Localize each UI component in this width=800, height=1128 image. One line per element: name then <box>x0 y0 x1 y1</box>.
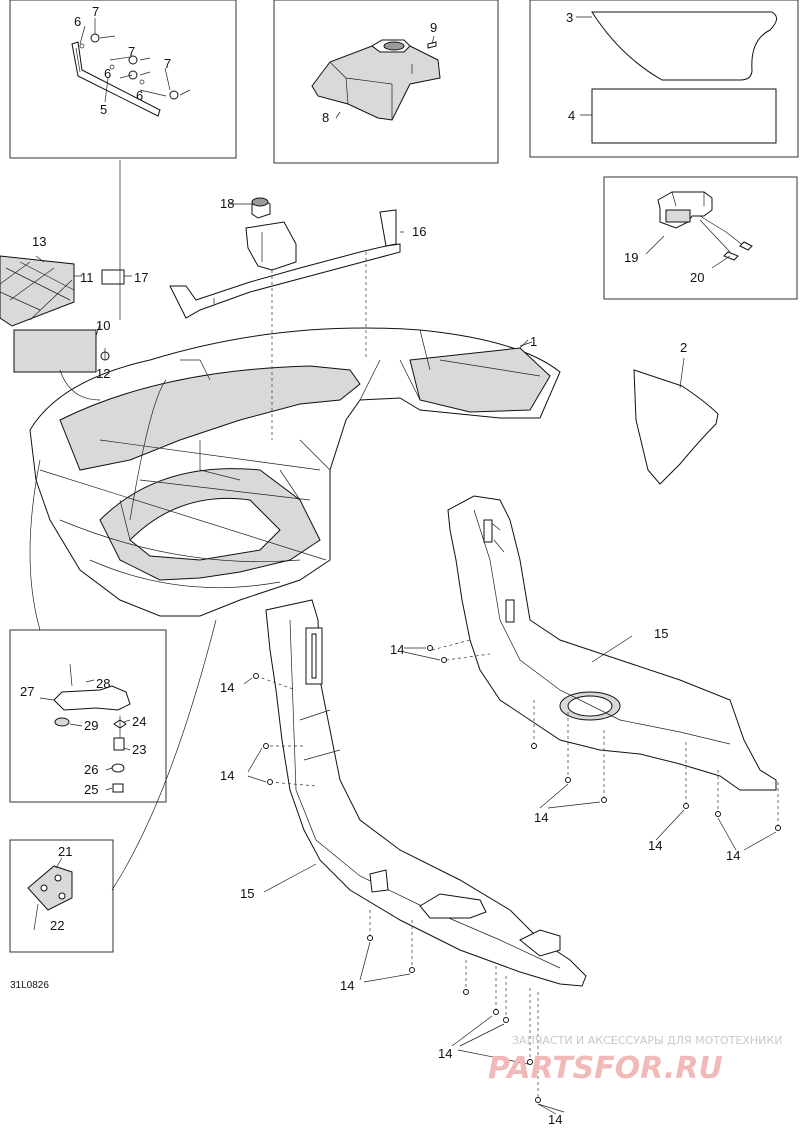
callout-3: 3 <box>566 10 573 25</box>
callout-10: 10 <box>96 318 110 333</box>
callout-19: 19 <box>624 250 638 265</box>
callout-9: 9 <box>430 20 437 35</box>
detail-box-retainer <box>9 629 167 803</box>
callout-6c: 6 <box>136 88 143 103</box>
callout-25: 25 <box>84 782 98 797</box>
detail-box-decals <box>529 0 799 158</box>
callout-14i: 14 <box>548 1112 562 1127</box>
callout-14d: 14 <box>534 810 548 825</box>
callout-20: 20 <box>690 270 704 285</box>
main-bottom-pan <box>29 252 561 617</box>
detail-box-gauge-housing <box>273 0 499 164</box>
callout-14a: 14 <box>390 642 404 657</box>
callout-11: 11 <box>80 270 94 285</box>
screws <box>253 645 781 1103</box>
callout-29: 29 <box>84 718 98 733</box>
callout-14e: 14 <box>648 838 662 853</box>
callout-labels: 1 2 3 4 5 6 6 6 7 7 7 8 9 10 11 12 13 14… <box>20 4 740 1127</box>
callout-7c: 7 <box>164 56 171 71</box>
callout-5: 5 <box>100 102 107 117</box>
callout-14c: 14 <box>220 768 234 783</box>
callout-6b: 6 <box>104 66 111 81</box>
leader-lines <box>29 160 777 1115</box>
callout-8: 8 <box>322 110 329 125</box>
callout-7b: 7 <box>128 44 135 59</box>
reflector-panels <box>0 255 132 373</box>
callout-14g: 14 <box>340 978 354 993</box>
watermark-brand: PARTSFOR.RU <box>488 1051 723 1086</box>
callout-14f: 14 <box>726 848 740 863</box>
callout-22: 22 <box>50 918 64 933</box>
callout-14b: 14 <box>220 680 234 695</box>
callout-17: 17 <box>134 270 148 285</box>
callout-27: 27 <box>20 684 34 699</box>
decal-panel <box>633 357 719 485</box>
callout-23: 23 <box>132 742 146 757</box>
detail-box-clip <box>603 176 798 300</box>
watermark: ЗАПЧАСТИ И АКСЕССУАРЫ ДЛЯ МОТОТЕХНИКИ PA… <box>488 1034 782 1086</box>
heat-shield-right <box>431 495 779 826</box>
callout-21: 21 <box>58 844 72 859</box>
upper-support-bracket <box>169 197 404 319</box>
callout-15a: 15 <box>654 626 668 641</box>
watermark-tagline: ЗАПЧАСТИ И АКСЕССУАРЫ ДЛЯ МОТОТЕХНИКИ <box>512 1034 782 1047</box>
callout-26: 26 <box>84 762 98 777</box>
callout-14h: 14 <box>438 1046 452 1061</box>
callout-15b: 15 <box>240 886 254 901</box>
callout-2: 2 <box>680 340 687 355</box>
callout-4: 4 <box>568 108 575 123</box>
callout-6a: 6 <box>74 14 81 29</box>
detail-box-trim-strip <box>9 0 237 159</box>
callout-13: 13 <box>32 234 46 249</box>
callout-7a: 7 <box>92 4 99 19</box>
callout-12: 12 <box>96 366 110 381</box>
callout-1: 1 <box>530 334 537 349</box>
heat-shield-left <box>255 599 587 1098</box>
callout-16: 16 <box>412 224 426 239</box>
detail-box-bracket <box>9 839 114 953</box>
callout-24: 24 <box>132 714 146 729</box>
callout-28: 28 <box>96 676 110 691</box>
callout-18: 18 <box>220 196 234 211</box>
figure-code: 31L0826 <box>10 980 49 991</box>
